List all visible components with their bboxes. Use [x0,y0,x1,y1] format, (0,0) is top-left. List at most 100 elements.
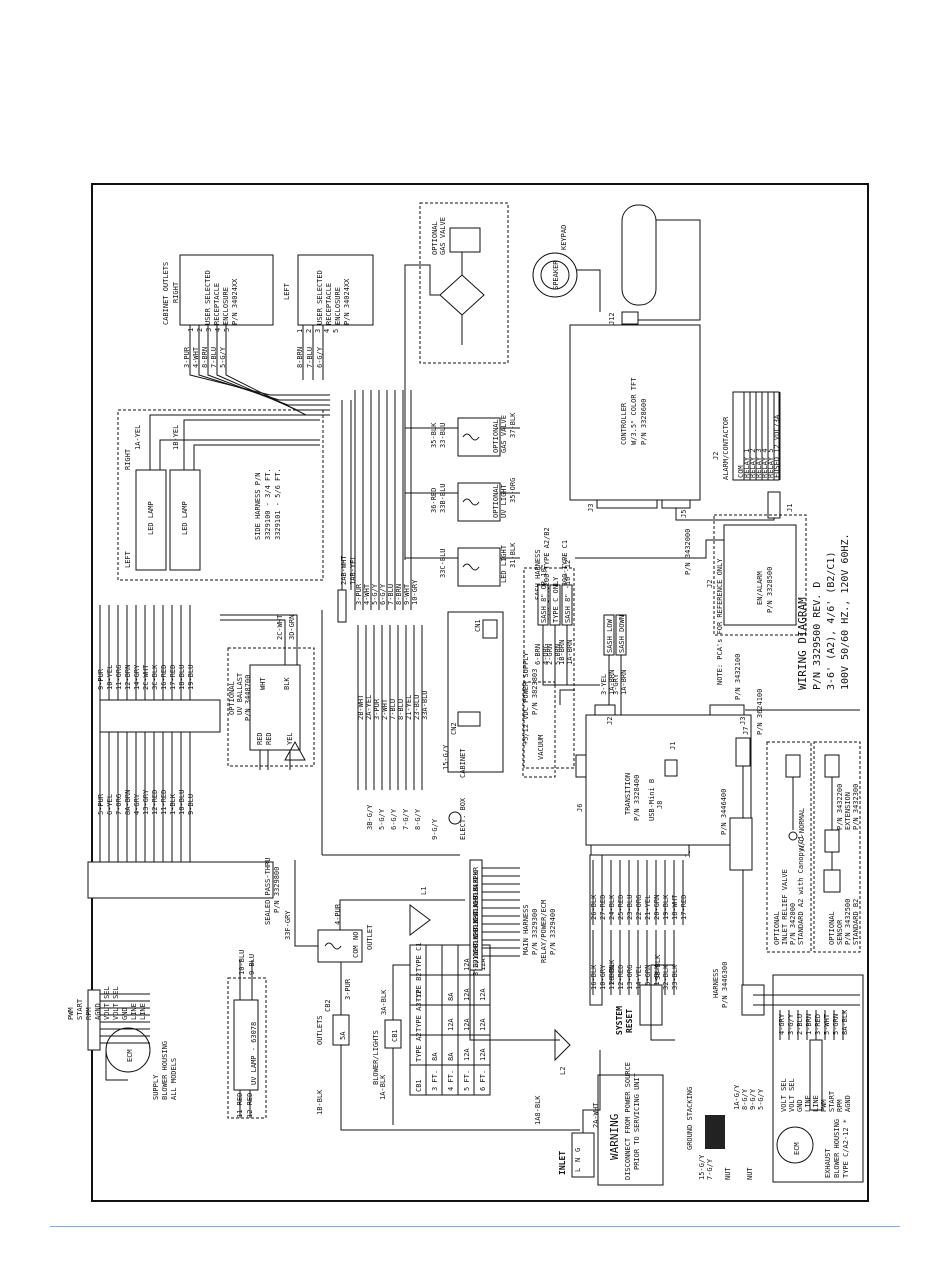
supply-line-3: ALL MODELS [170,1058,178,1100]
j4-wire: 17-RED [680,895,688,920]
ballast-blk: BLK [283,677,291,690]
left-box-line-1: USER SELECTED [316,270,324,325]
fuse-table-cell: 8A [431,1052,439,1061]
center-bus-lower-wire: 2B-WHT [357,694,365,720]
exhaust-pin-label: GND [796,1099,804,1112]
cb2-rating: 5A [339,1031,347,1040]
sash-switch-name: SASH 8" OR 10" [540,564,548,623]
center-bus-wire: 10-GRY [411,579,419,605]
pass-thru-right-wire: 11-ORG [115,665,123,690]
vacuum-label: VACUUM [537,735,545,760]
ground-wire: 1A-G/Y [733,1084,741,1110]
center-bus-lower-wire: 2A-YEL [365,695,373,720]
warning-line-2: PRIOR TO SERVICING UNIT [633,1072,641,1170]
fuse-table-header: TYPE C1 [415,942,423,972]
right-outlet-pin: 3 [205,328,213,332]
harness-3446300-line-2: P/N 3446300 [721,962,729,1008]
j2-alarm-row: RELAY 3 [755,448,763,478]
pass-thru-right-wire: 17-RED [169,665,177,690]
right-box-line-2: RECEPTACLE [213,283,221,325]
en-alarm-line-2: P/N 3328500 [766,567,774,613]
sash-switch-wire: 3-GRY [612,673,620,695]
transition-j3: J3 [739,717,747,725]
blower-lights-label: BLOWER/LIGHTS [372,1030,380,1085]
main-harness-wire: 2C-WHT [472,926,480,952]
center-bus-wire: 3-PUR [355,583,363,605]
pass-thru-left-wire: 12-RED [151,790,159,815]
inlet-relief-valve: OPTIONAL INLET RELIEF VALVE P/N 342000 S… [766,741,812,953]
sensor-line-3: P/N 3432500 [844,899,852,945]
led-lamp-2: LED LAMP [181,501,189,535]
sash-harness-line-1: SASH HARNESS [534,549,542,600]
exhaust-pin-label: RPM [836,1099,844,1112]
pass-thru-left-wire: 4-GRY [133,793,141,815]
sash-switch-wire: 5-BRN [554,644,562,665]
exhaust-wire: 1-BRN [805,1014,813,1035]
fuse-table-header: CB1 [415,1079,423,1092]
inlet-relief-line-1: OPTIONAL [773,911,781,945]
pass-thru-left-wire: 11-RED [160,790,168,815]
relay-label-1: OPTIONAL [492,484,500,518]
cabinet-outlet-right: CABINET OUTLETS RIGHT USER SELECTED RECE… [162,254,330,416]
cb2-label: CB2 [324,999,332,1012]
transition-j8: J8 [656,801,664,809]
pass-thru-line-1: SEALED PASS-THRU [264,858,272,925]
j4-wire: 14-YEL [635,965,643,990]
exhaust-pin-label: AGND [844,1095,852,1112]
relay-coil-2: 36-RED [430,488,438,513]
j2-alarm-row: FUSED 12 VDC/3A [773,414,781,478]
outlets-cb2: OUTLETS 5A CB2 1B-BLK 3-PUR [316,959,580,1131]
center-bus-top-label: 2AB-WHT [340,555,348,585]
relay-label-2: LED LIGHT [500,544,508,583]
exhaust-motor-label: ECM [793,1142,801,1155]
speaker-label: SPEAKER [552,260,560,290]
cb1-label: CB1 [391,1029,399,1042]
relay-label-2: GAS VALVE [500,415,508,453]
left-outlet-wire: 8-BRN [296,347,304,368]
j2-alarm-row: RELAY 4 [761,448,769,478]
fuse-table-cell: 4 FT. [447,1070,455,1091]
center-bus-wire: 6-G/Y [379,583,387,605]
main-harness-wire: 1A-BLK [472,886,480,912]
main-harness-wire: 2A-WHT [472,894,480,920]
pass-thru-right-wire: 2C-WHT [142,664,150,690]
fuse-table-cell: 5 FT. [463,1070,471,1091]
sensor-line-4: STANDARD B2 [852,899,860,945]
relay-coil: 33B-BLU [439,483,447,513]
main-harness-line-3: RELAY/POWER/ECM [540,900,548,963]
warning-box: WARNING DISCONNECT FROM POWER SOURCE PRI… [597,1062,664,1186]
center-bus-lower-wire: 33A-BLU [421,690,429,720]
pass-thru-right-wire: 3C-BLK [151,664,159,690]
en-alarm-line-1: EN/ALARM [756,571,764,605]
led-wire-1: 1A-YEL [134,425,142,450]
pass-thru-line-2: P/N 3329800 [273,867,281,913]
uv-lamp-label: UV LAMP - 63078 [250,1022,258,1085]
exhaust-pin-label: START [828,1090,836,1112]
main-harness-line-4: P/N 3329400 [549,909,557,955]
title-line-2: P/N 3329500 REV. D [812,582,823,690]
j4-wire: 31-BLK [653,964,661,990]
exhaust-pin-label: LINE [804,1095,812,1112]
power-supply-cn1: CN1 [474,619,482,632]
fuse-table-cell: 12A [479,958,487,971]
inlet-n: N [574,1158,582,1162]
right-outlet-wire: 3-PUR [183,346,191,368]
main-harness-wire: 2B-WHT [472,910,480,936]
supply-pin-label: VOLT SEL [112,986,120,1020]
cabinet-label: CABINET [459,748,467,778]
uv-ballast: OPTIONAL UV BALLAST P/N 3448700 WHT BLK … [220,614,315,770]
ballast-red-2: RED [265,732,273,745]
fuse-table-cell: 12A [463,1018,471,1031]
j2-alarm-row: COM [737,465,745,478]
j4-wire: 13-ORG [626,965,634,990]
j4-wire: 11-BRN [608,965,616,990]
power-supply-cn2: CN2 [450,722,458,735]
center-bus-top-label: 1AB-YEL [349,555,357,585]
exhaust-line-2: BLOWER HOUSING [833,1119,841,1178]
speaker: SPEAKER [532,252,601,312]
